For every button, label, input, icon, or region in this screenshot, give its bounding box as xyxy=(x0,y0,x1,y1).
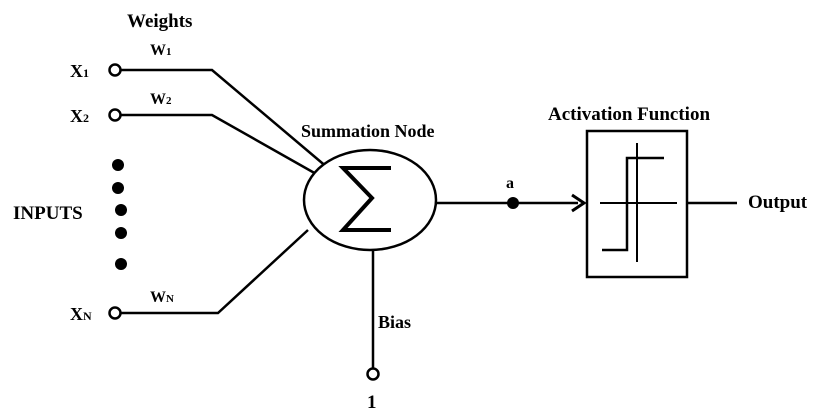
step-function-curve xyxy=(602,156,664,252)
input-x2-terminal xyxy=(108,108,122,122)
bias-label: Bias xyxy=(378,312,411,332)
input-x1-terminal xyxy=(108,63,122,77)
weight-w1-label: W1 xyxy=(150,42,172,59)
output-label: Output xyxy=(748,192,808,213)
weights-title: Weights xyxy=(127,11,192,32)
input-x1-label: X1 xyxy=(70,61,89,81)
weight-wn-label: WN xyxy=(150,289,174,306)
weight-wn-line xyxy=(120,229,309,315)
input-xn-label: XN xyxy=(70,304,92,324)
arrow-head-icon xyxy=(571,193,587,213)
ellipsis-dot-3 xyxy=(115,204,127,216)
weight-w2-label: W2 xyxy=(150,91,172,108)
sigma-icon xyxy=(338,166,391,232)
a-node-dot xyxy=(507,197,519,209)
ellipsis-dot-4 xyxy=(115,227,127,239)
ellipsis-dot-5 xyxy=(115,258,127,270)
a-label: a xyxy=(506,175,514,192)
inputs-group-label: INPUTS xyxy=(13,203,83,224)
activation-function-label: Activation Function xyxy=(548,104,710,125)
summation-node-label: Summation Node xyxy=(301,121,435,141)
ellipsis-dot-2 xyxy=(112,182,124,194)
ellipsis-dot-1 xyxy=(112,159,124,171)
input-xn-terminal xyxy=(108,306,122,320)
weight-w2-line xyxy=(120,113,319,177)
bias-terminal xyxy=(366,367,380,381)
bias-value: 1 xyxy=(367,392,377,413)
weight-w1-line xyxy=(120,68,329,169)
input-x2-label: X2 xyxy=(70,106,89,126)
